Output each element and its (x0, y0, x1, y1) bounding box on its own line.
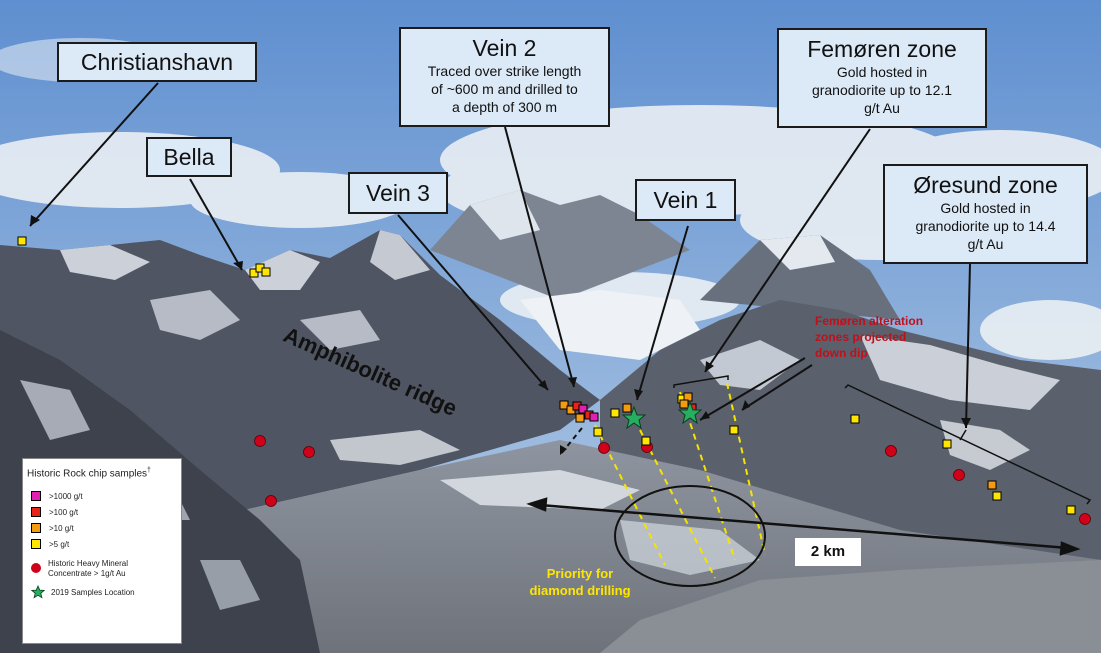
oresund-bracket (844, 384, 1092, 505)
arrow-bella (189, 178, 243, 271)
arrow-vein2 (504, 126, 575, 388)
arrow-vein3 (397, 214, 549, 391)
legend-swatch (31, 491, 41, 501)
callout-line: granodiorite up to 14.4 (915, 218, 1056, 234)
legend-label-line: Concentrate > 1g/t Au (48, 569, 126, 578)
label-line: Priority for (546, 566, 614, 581)
star-icon (31, 585, 45, 599)
arrow-christianshavn (29, 82, 159, 227)
label-line: Femøren alteration (815, 314, 924, 328)
legend-item-2019: 2019 Samples Location (31, 585, 135, 599)
scale-label: 2 km (795, 538, 861, 566)
callout-line: g/t Au (967, 236, 1004, 252)
callout-femoren: Femøren zone Gold hosted in granodiorite… (777, 28, 987, 128)
callout-title: Vein 1 (653, 187, 718, 213)
legend-item: >5 g/t (31, 539, 69, 549)
rock-chip-markers (17, 236, 1076, 515)
samples-2019-markers (621, 400, 703, 430)
legend-item: >100 g/t (31, 507, 78, 517)
legend-swatch (31, 539, 41, 549)
callout-title: Bella (163, 144, 215, 170)
scale-bar (526, 497, 1081, 556)
callout-line: granodiorite up to 12.1 (811, 82, 953, 98)
snowfield (520, 290, 700, 360)
callout-title: Øresund zone (913, 172, 1058, 198)
arrow-oresund (965, 263, 971, 429)
callout-christianshavn: Christianshavn (57, 42, 257, 82)
legend: Historic Rock chip samples† >1000 g/t >1… (22, 458, 182, 644)
legend-title-mark: † (147, 467, 151, 474)
callout-title: Femøren zone (807, 36, 957, 62)
callout-title: Vein 2 (472, 35, 537, 61)
legend-label: >1000 g/t (49, 491, 83, 501)
callout-vein3: Vein 3 (348, 172, 448, 214)
callout-line: Traced over strike length (427, 63, 582, 79)
callout-line: of ~600 m and drilled to (431, 81, 578, 97)
label-line: zones projected (815, 330, 907, 344)
label-line: diamond drilling (529, 583, 631, 598)
callout-vein1: Vein 1 (635, 179, 736, 221)
callout-oresund: Øresund zone Gold hosted in granodiorite… (883, 164, 1088, 264)
legend-item-heavy-mineral: Historic Heavy Mineral Concentrate > 1g/… (31, 559, 128, 579)
legend-item: >1000 g/t (31, 491, 83, 501)
arrow-vein1 (636, 225, 689, 401)
priority-drilling-label: Priority for diamond drilling (512, 565, 648, 599)
callout-line: Gold hosted in (836, 64, 928, 80)
callout-title: Vein 3 (366, 180, 430, 206)
label-line: down dip (815, 346, 868, 360)
legend-label-line: Historic Heavy Mineral (48, 559, 129, 568)
legend-label: 2019 Samples Location (51, 587, 135, 597)
arrow-alteration-2 (741, 364, 813, 411)
callout-line: a depth of 300 m (451, 99, 558, 115)
leader-arrows (29, 82, 971, 456)
legend-label: >10 g/t (49, 523, 74, 533)
legend-item: >10 g/t (31, 523, 74, 533)
femoren-alteration-label: Femøren alteration zones projected down … (815, 313, 955, 361)
heavy-mineral-dot-icon (31, 563, 41, 573)
legend-label: >5 g/t (49, 539, 70, 549)
legend-label: Historic Heavy Mineral Concentrate > 1g/… (48, 559, 128, 579)
callout-line: g/t Au (864, 100, 900, 116)
arrow-alteration-1 (699, 357, 806, 421)
callout-vein2: Vein 2 Traced over strike length of ~600… (399, 27, 610, 127)
arrowheads (30, 215, 971, 455)
zone-brackets (673, 375, 1092, 505)
arrow-femoren (704, 128, 871, 373)
femoren-bracket (673, 375, 729, 388)
callout-bella: Bella (146, 137, 232, 177)
priority-drilling-ellipse (614, 485, 766, 587)
callout-title: Christianshavn (80, 49, 234, 75)
far-mountains (430, 190, 900, 320)
legend-swatch (31, 523, 41, 533)
legend-title-text: Historic Rock chip samples (27, 468, 148, 480)
legend-title: Historic Rock chip samples† (27, 467, 151, 479)
callout-line: Gold hosted in (940, 200, 1031, 216)
legend-label: >100 g/t (49, 507, 79, 517)
legend-swatch (31, 507, 41, 517)
